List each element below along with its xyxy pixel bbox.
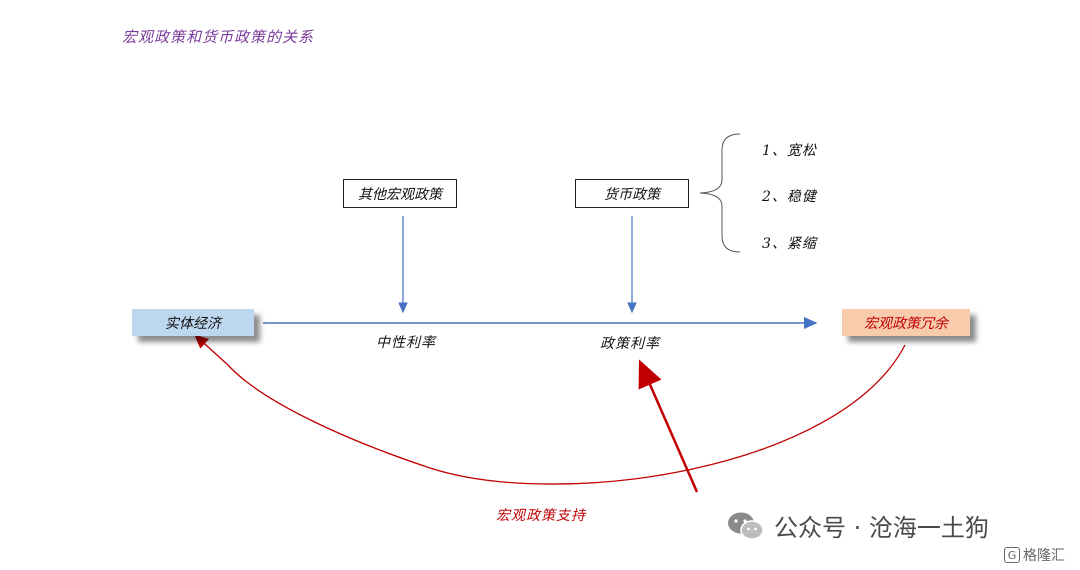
macro-support-label: 宏观政策支持 [496,508,586,524]
real-economy-box: 实体经济 [132,309,254,336]
option-tight: 3、紧缩 [762,236,817,252]
wechat-icon [728,512,764,540]
watermark-text: 公众号 · 沧海一土狗 [774,514,989,542]
neutral-rate-label: 中性利率 [376,335,436,351]
policy-rate-label: 政策利率 [600,336,660,352]
brand-text: 格隆汇 [1023,548,1065,564]
wechat-watermark: 公众号 · 沧海一土狗 [726,508,989,543]
monetary-policy-box: 货币政策 [575,179,689,208]
options-brace [699,133,741,253]
other-macro-policy-box: 其他宏观政策 [343,179,457,208]
brand-g-icon: G [1004,547,1020,563]
option-loose: 1、宽松 [762,143,817,159]
macro-surplus-box: 宏观政策冗余 [842,309,970,336]
brand-watermark: G 格隆汇 [1004,545,1065,565]
macro-surplus-label: 宏观政策冗余 [864,315,948,332]
option-stable: 2、稳健 [762,189,817,205]
real-economy-label: 实体经济 [165,315,221,332]
other-macro-policy-label: 其他宏观政策 [358,186,442,203]
diagram-title: 宏观政策和货币政策的关系 [122,28,315,46]
monetary-policy-label: 货币政策 [604,186,660,203]
support-arrow [638,359,699,493]
feedback-curve-arrow [194,334,906,485]
